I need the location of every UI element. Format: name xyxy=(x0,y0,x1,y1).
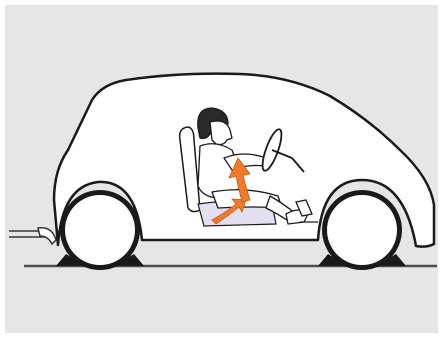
front-wheel xyxy=(322,190,402,270)
rear-wheel xyxy=(60,190,140,270)
tow-hook xyxy=(9,228,56,244)
